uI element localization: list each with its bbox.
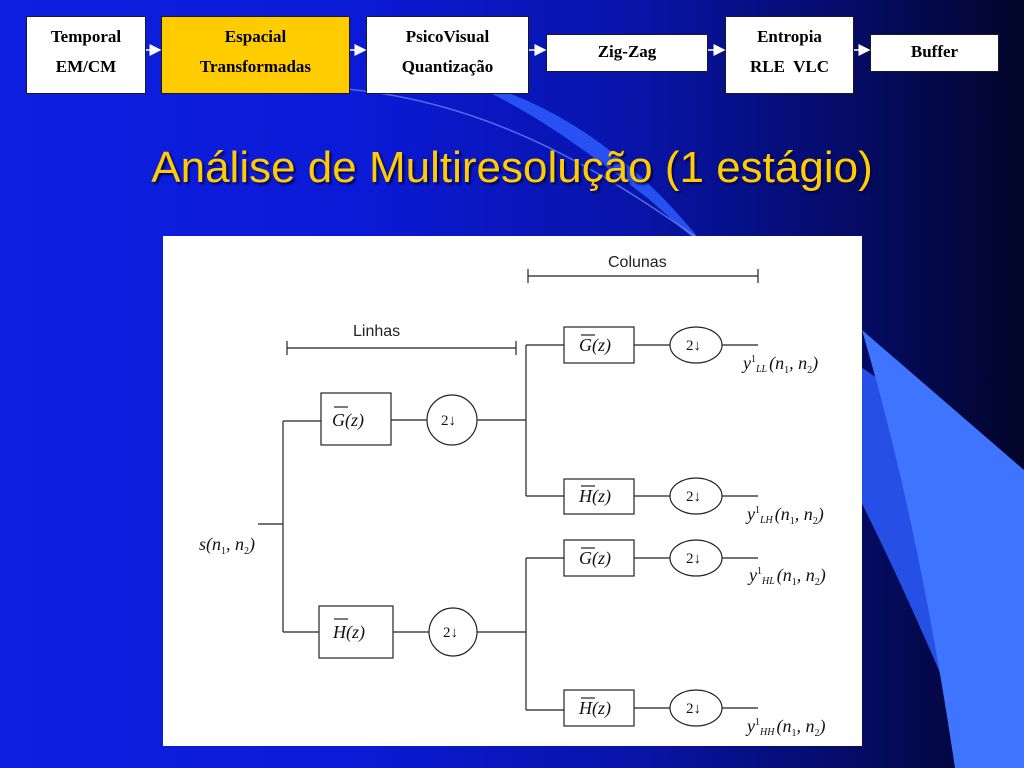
pipeline-step-label: Buffer — [910, 42, 959, 61]
stage2-filter-label: G(z) — [579, 335, 611, 356]
page-title: Análise de Multiresolução (1 estágio) — [151, 143, 873, 192]
pipeline-step-temporal[interactable]: Temporal EM/CM — [26, 16, 146, 94]
linhas-label: Linhas — [353, 323, 400, 340]
stage1-g-filter — [320, 392, 392, 446]
pipeline-step-sublabel: Quantização — [401, 57, 494, 76]
stage1-downsample-label: 2↓ — [443, 625, 458, 641]
stage2-downsample-label: 2↓ — [686, 551, 701, 567]
output-label-ll: y1LL(n1, n2) — [741, 353, 818, 376]
output-label-hh: y1HH(n1, n2) — [745, 716, 825, 739]
pipeline-step-label: Espacial — [224, 27, 287, 46]
input-signal-label: s(n1, n2) — [199, 534, 255, 557]
pipeline-step-sublabel: RLE VLC — [749, 57, 830, 76]
pipeline-step-psicovisual[interactable]: PsicoVisual Quantização — [366, 16, 529, 94]
stage2-filter-label: G(z) — [579, 548, 611, 569]
stage1-h-label: H(z) — [332, 622, 365, 643]
stage1-downsample-label: 2↓ — [441, 413, 456, 429]
stage2-downsample-label: 2↓ — [686, 338, 701, 354]
stage2-filter-label: H(z) — [578, 486, 611, 507]
pipeline-step-sublabel: EM/CM — [55, 57, 117, 76]
pipeline-step-buffer[interactable]: Buffer — [870, 34, 999, 72]
pipeline-step-label: PsicoVisual — [405, 27, 490, 46]
pipeline-step-entropia[interactable]: Entropia RLE VLC — [725, 16, 854, 94]
pipeline-step-sublabel: Transformadas — [199, 57, 312, 76]
pipeline-step-label: Zig-Zag — [597, 42, 657, 61]
stage2-downsample-label: 2↓ — [686, 489, 701, 505]
stage2-downsample-label: 2↓ — [686, 701, 701, 717]
colunas-label: Colunas — [608, 254, 667, 271]
pipeline-step-espacial[interactable]: Espacial Transformadas — [161, 16, 350, 94]
filter-bank-diagram: Linhas Colunas s(n1, n2) G(z) H(z) 2↓ 2↓… — [163, 236, 862, 746]
output-label-lh: y1LH(n1, n2) — [745, 504, 824, 527]
pipeline-step-zigzag[interactable]: Zig-Zag — [546, 34, 708, 72]
stage1-g-label: G(z) — [332, 410, 364, 431]
output-label-hl: y1HL(n1, n2) — [747, 565, 826, 588]
pipeline-step-label: Entropia — [757, 27, 822, 46]
pipeline-step-label: Temporal — [50, 27, 122, 46]
stage2-filter-label: H(z) — [578, 698, 611, 719]
pipeline-arrows — [146, 44, 871, 56]
